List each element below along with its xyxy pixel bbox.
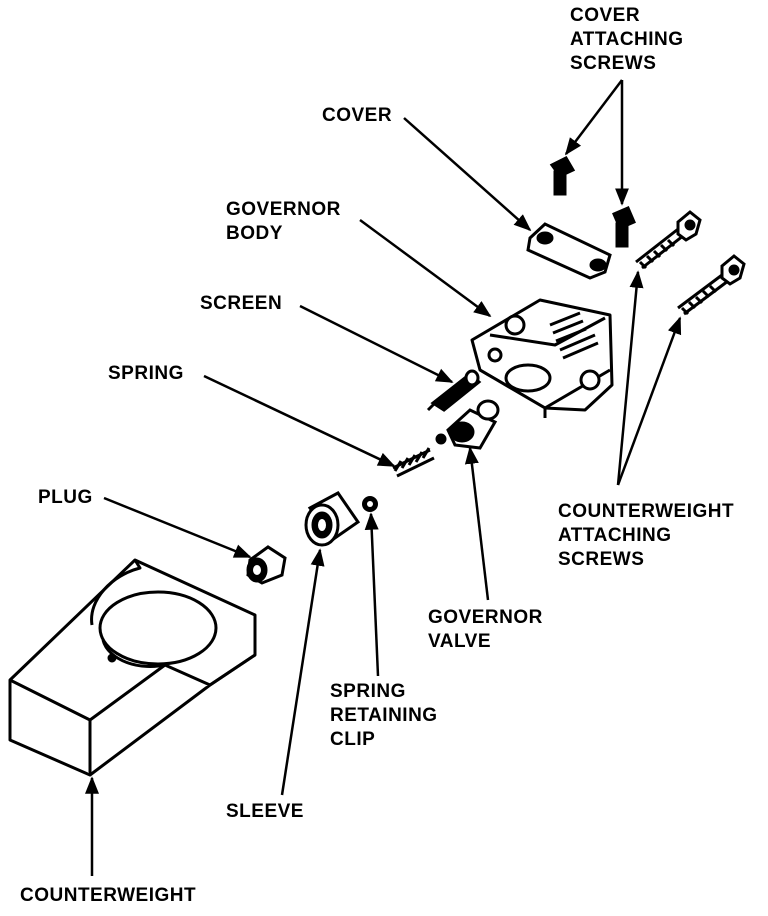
- label-cover-attaching-screws: COVER ATTACHING SCREWS: [570, 4, 684, 76]
- cover-screw-right: [612, 206, 636, 248]
- label-line: CLIP: [330, 729, 376, 750]
- arrow-spring: [203, 374, 396, 468]
- plug-part: [246, 545, 287, 585]
- spring-part: [392, 447, 435, 478]
- label-plug: PLUG: [38, 487, 93, 508]
- label-spring: SPRING: [108, 363, 184, 384]
- spring-retaining-clip-part: [362, 496, 378, 512]
- governor-valve-part: [435, 399, 500, 450]
- label-counterweight: COUNTERWEIGHT: [20, 885, 197, 906]
- screen-part: [426, 369, 482, 412]
- label-line: COUNTERWEIGHT: [558, 501, 735, 522]
- label-line: SCREWS: [558, 549, 645, 570]
- sleeve-part: [304, 491, 361, 547]
- arrow-cover-screws-left: [564, 79, 623, 156]
- arrow-cover: [403, 117, 532, 232]
- label-spring-retaining-clip: SPRING RETAINING CLIP: [330, 680, 438, 752]
- label-governor-valve: GOVERNOR VALVE: [428, 606, 543, 654]
- label-line: GOVERNOR: [428, 607, 543, 628]
- label-line: ATTACHING: [570, 29, 684, 50]
- label-line: SPRING: [330, 681, 406, 702]
- arrow-cw-screws-lower: [616, 316, 682, 486]
- leader-lines: [85, 79, 682, 876]
- governor-body-part: [470, 298, 614, 418]
- counterweight-part: [8, 558, 257, 777]
- label-screen: SCREEN: [200, 293, 283, 314]
- label-counterweight-attaching-screws: COUNTERWEIGHT ATTACHING SCREWS: [558, 500, 734, 572]
- arrow-sleeve: [280, 548, 325, 796]
- arrow-screen: [299, 304, 454, 384]
- label-line: RETAINING: [330, 705, 438, 726]
- arrow-plug: [103, 496, 252, 559]
- cover-screw-left: [549, 156, 576, 196]
- counterweight-screw-lower: [677, 254, 746, 316]
- arrow-spring-retaining-clip: [364, 512, 380, 677]
- label-line: BODY: [226, 223, 283, 244]
- label-line: COVER: [570, 5, 641, 26]
- arrow-cw-screws-upper: [616, 270, 644, 486]
- label-line: VALVE: [428, 631, 492, 652]
- label-line: GOVERNOR: [226, 199, 341, 220]
- label-sleeve: SLEEVE: [226, 801, 304, 822]
- label-line: SCREWS: [570, 53, 657, 74]
- cover-part: [526, 222, 612, 280]
- counterweight-screw-upper: [635, 210, 702, 270]
- label-governor-body: GOVERNOR BODY: [226, 198, 341, 246]
- label-cover: COVER: [322, 105, 393, 126]
- arrow-governor-valve: [464, 446, 490, 601]
- arrow-governor-body: [359, 218, 492, 318]
- label-line: ATTACHING: [558, 525, 672, 546]
